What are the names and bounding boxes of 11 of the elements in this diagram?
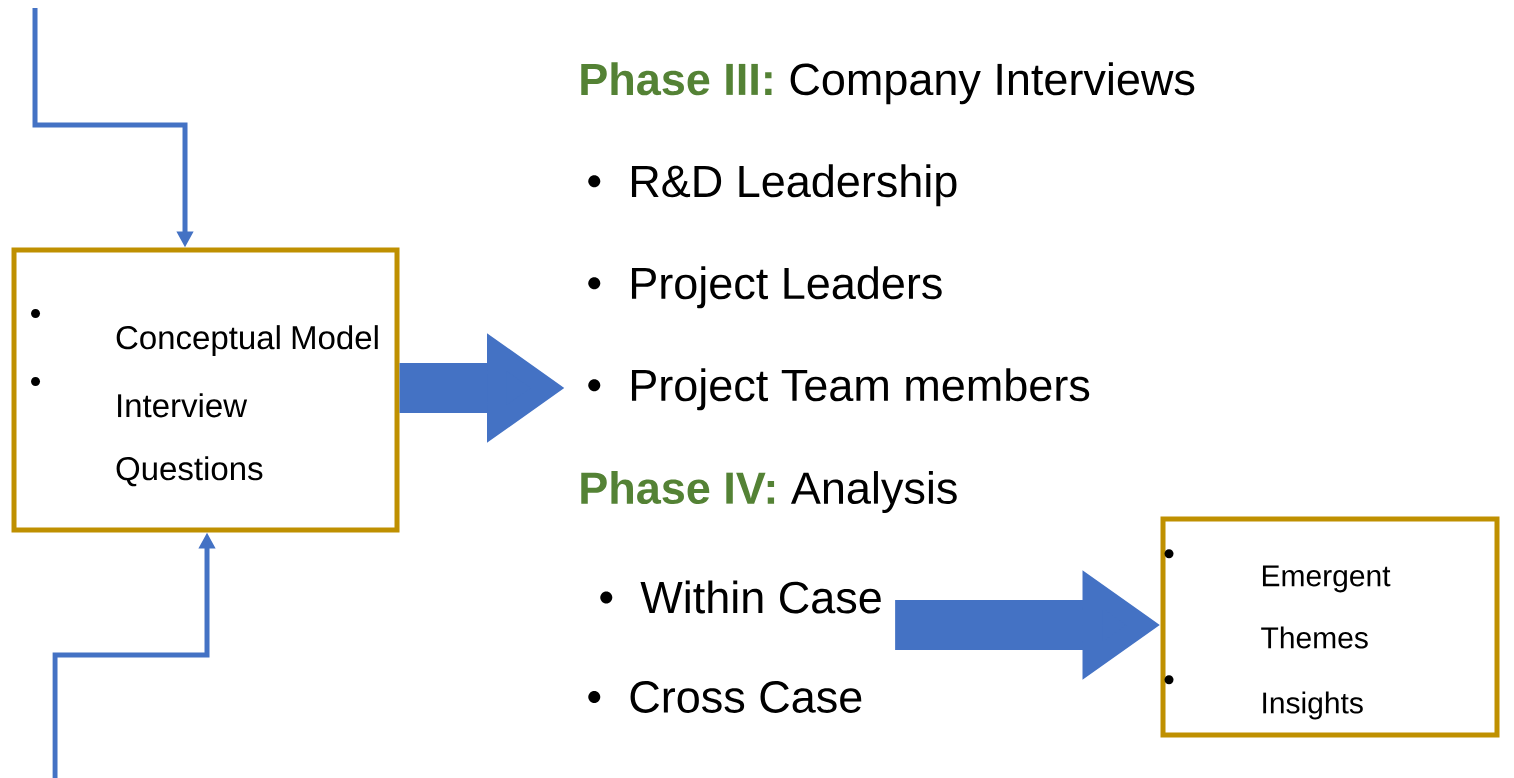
bullet-list: Phase III: Company Interviews R&D Leadership Project Leaders Project Team members	[581, 62, 1195, 411]
node-label: R&D Leadership	[631, 164, 957, 207]
list-item: Cross Case	[588, 681, 862, 713]
section-heading: Phase IV: Analysis	[581, 471, 957, 513]
node-label: Company Interviews	[790, 62, 1195, 105]
bullet-list-box: Conceptual Model Interview Questions	[11, 247, 400, 533]
node-label: Project Leaders	[631, 266, 942, 309]
list-item: Within Case	[600, 580, 881, 614]
node-label: Phase III:	[581, 62, 772, 96]
node-label: Project Team members	[631, 368, 1090, 411]
bullet-list-box: Emergent Themes Insights	[1160, 516, 1500, 738]
